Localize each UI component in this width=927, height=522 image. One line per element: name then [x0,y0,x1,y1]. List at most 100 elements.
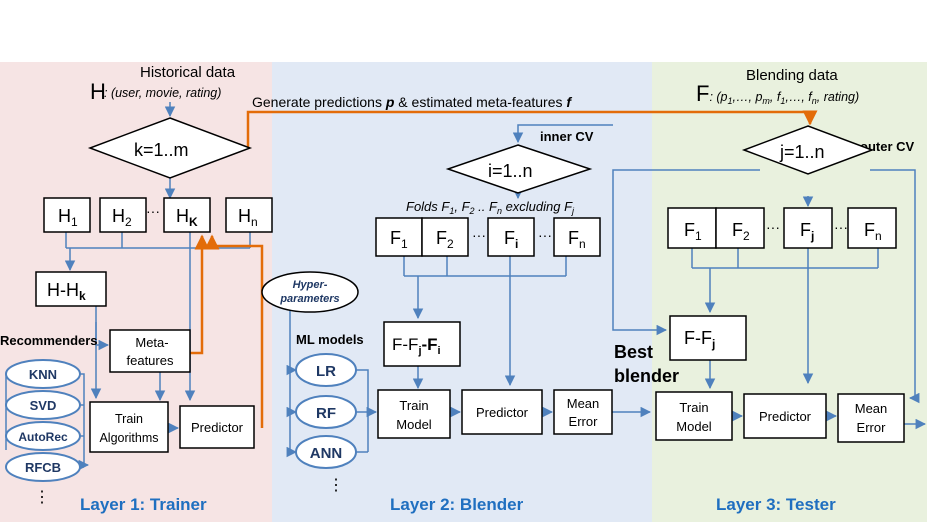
blend-symbol: F [696,81,709,106]
model-ann-label: ANN [310,445,343,462]
fold-hn-main: H [238,206,251,226]
tester-predictor-box [743,393,827,439]
ffi-sj: j [417,345,421,357]
svg-text:F1: F1 [684,220,702,243]
best-blender-line2: blender [614,366,679,386]
f-fj-fi-box [383,321,461,367]
fold-h1-main: H [58,206,71,226]
model-lr-label: LR [316,363,336,380]
fold-tf2-main: F [732,220,743,240]
fold-tf2 [715,207,765,249]
loop-i-diamond [445,144,593,194]
trainer-folds: H1 H2 ··· HK Hn [43,197,273,233]
fold-f2-sub: 2 [447,237,454,251]
svg-text:Fn: Fn [568,228,586,251]
svg-text:H-Hk: H-Hk [47,280,86,303]
blend-title: Blending data [746,67,838,84]
hyperparameters-line1: Hyper- [293,279,328,291]
generate-label: Generate predictions p & estimated meta-… [252,94,572,110]
ffi-a: F-F [392,335,418,354]
fold-tf1-sub: 1 [695,229,702,243]
rec-knn [5,359,81,389]
svg-text:H1: H1 [58,206,78,229]
generate-text-p: p [385,94,395,110]
blender-mean-line1: Mean [567,396,600,411]
blend-detail-b: ,…, p [733,90,763,104]
fold-tfn-sub: n [875,229,882,243]
svg-text:F-Fj-Fi: F-Fj-Fi [392,335,441,357]
fold-tfj [783,207,833,249]
rec-svd-label: SVD [30,398,57,413]
blender-mean-error-box [553,389,613,435]
blender-fold-dots-2: ··· [538,227,552,243]
rec-autorec-label: AutoRec [18,430,68,444]
hyperparameters-line2: parameters [279,293,339,305]
fold-tfn-main: F [864,220,875,240]
blend-detail-d: ,…, f [785,90,813,104]
blender-fold-dots-1: ··· [472,227,486,243]
fold-h2-sub: 2 [125,215,132,229]
trainer-fold-dots: ··· [146,203,160,219]
trainer-predictor-label: Predictor [191,420,244,435]
loop-i-label: i=1..n [488,161,533,181]
blender-predictor-label: Predictor [476,405,529,420]
blender-train-line2: Model [396,417,432,432]
h-minus-hk-main: H-H [47,280,79,300]
train-algorithms-line1: Train [115,412,143,426]
tester-fold-dots-2: ··· [834,219,848,235]
fold-hk-main: H [176,206,189,226]
tester-train-line2: Model [676,419,712,434]
rec-more: ⋮ [34,489,50,506]
generate-text-a: Generate predictions [252,94,386,110]
fold-tf1-main: F [684,220,695,240]
f-fj-box [669,315,747,361]
outer-cv-label: outer CV [860,139,915,154]
folds-excluding: Folds F1, F2 .. Fn excluding Fj [406,199,575,216]
h-minus-hk-sub: k [79,289,86,303]
model-more: ⋮ [328,477,344,494]
folds-b: , F [454,199,470,214]
blender-folds: F1 F2 ··· Fi ··· Fn [375,217,601,257]
fold-hn-sub: n [251,215,258,229]
fold-f2 [421,217,469,257]
fold-fi-main: F [504,228,515,248]
recommender-list: KNN SVD AutoRec RFCB ⋮ [5,359,81,506]
folds-a: Folds F [406,199,450,214]
loop-k-label: k=1..m [134,140,189,160]
blend-detail-c: , f [770,90,782,104]
ml-models-label: ML models [296,332,364,347]
folds-s1: 1 [449,206,454,216]
folds-s2: 2 [469,206,475,216]
trainer-section-title: Layer 1: Trainer [80,495,207,514]
trainer-predictor-box [179,405,255,449]
blend-s2: 1 [780,96,785,106]
fold-h2-main: H [112,206,125,226]
tester-panel [652,62,927,522]
ml-model-list: LR RF ANN ⋮ [295,353,357,494]
fold-tfj-sub: j [810,229,814,243]
blender-section-title: Layer 2: Blender [390,495,524,514]
fold-h2 [99,197,147,233]
fold-fn-sub: n [579,237,586,251]
hist-title: Historical data [140,64,236,81]
folds-sj: j [571,206,575,216]
h-minus-hk-box [35,271,107,307]
tester-mean-line1: Mean [855,401,888,416]
rec-rfcb-label: RFCB [25,460,61,475]
tester-train-line1: Train [679,400,708,415]
blend-sm: m [762,96,770,106]
generate-arrow [190,110,818,428]
fold-f1 [375,217,423,257]
fold-hk-sub: K [189,215,198,229]
generate-text-b: & estimated meta-features [394,94,566,110]
train-algorithms-line2: Algorithms [99,431,158,445]
blender-train-line1: Train [399,398,428,413]
fold-fn-main: F [568,228,579,248]
fold-tf2-sub: 2 [743,229,750,243]
svg-text:HK: HK [176,206,198,229]
svg-text:F: (p1,…, pm, f1,…, fn, rating: F: (p1,…, pm, f1,…, fn, rating) [696,81,859,106]
rec-svd [5,390,81,420]
svg-text:Fi: Fi [504,228,518,251]
